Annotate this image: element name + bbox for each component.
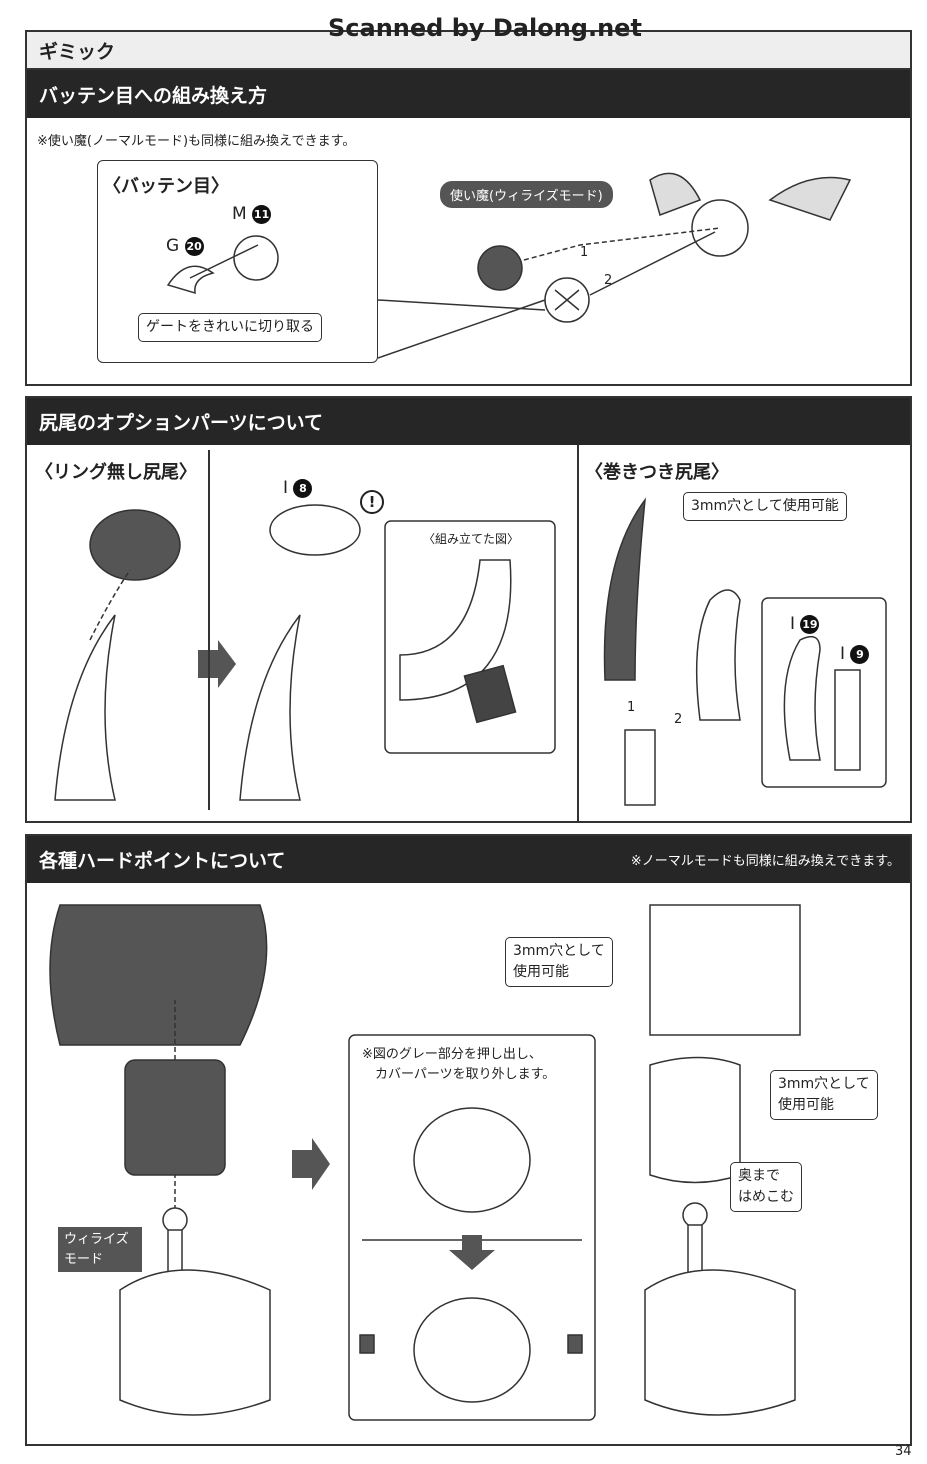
part-number: 19 [800, 614, 820, 634]
hardpoint-title: 各種ハードポイントについて [39, 850, 286, 872]
eye-swap-note: ※使い魔(ノーマルモード)も同様に組み換えできます。 [37, 134, 356, 149]
step-2: 2 [604, 273, 613, 288]
part-number: 8 [293, 478, 313, 498]
inner-note: ※図のグレー部分を押し出し、 カバーパーツを取り外します。 [362, 1047, 556, 1082]
part-letter: I [283, 478, 289, 498]
warning-icon: ! [360, 490, 384, 514]
step-1: 1 [627, 700, 636, 715]
page-number: 34 [895, 1444, 912, 1459]
step-1: 1 [580, 245, 589, 260]
divider [208, 450, 210, 810]
divider [577, 445, 579, 822]
hardpoint-illustration [49, 904, 801, 1421]
eye-parts-illustration [166, 172, 852, 359]
wrap-tail-title: 〈巻きつき尻尾〉 [585, 462, 729, 483]
tail-section [25, 396, 912, 823]
gate-callout: ゲートをきれいに切り取る [138, 313, 322, 342]
part-letter: G [166, 236, 180, 256]
part-letter: M [232, 204, 247, 224]
part-letter: I [790, 614, 796, 634]
part-letter: I [840, 644, 846, 664]
push-in-callout: 奥まで はめこむ [730, 1162, 802, 1212]
familiar-label: 使い魔(ウィライズモード) [440, 181, 613, 208]
part-i8: I 8 [283, 478, 313, 498]
section-title: ギミック [27, 32, 910, 70]
part-number: 9 [850, 644, 870, 664]
tail-options-header: 尻尾のオプションパーツについて [27, 398, 910, 445]
eye-swap-header: バッテン目への組み換え方 [27, 70, 910, 118]
no-ring-tail-title: 〈リング無し尻尾〉 [35, 462, 197, 483]
part-number: 20 [184, 236, 204, 256]
part-i9: I 9 [840, 644, 870, 664]
part-g20: G 20 [166, 236, 204, 256]
hardpoint-section [25, 834, 912, 1446]
batten-eye-title: 〈バッテン目〉 [103, 176, 229, 197]
hole-callout: 3mm穴として使用可能 [683, 492, 847, 521]
hole-callout-2: 3mm穴として 使用可能 [770, 1070, 878, 1120]
step-2: 2 [674, 712, 683, 727]
hardpoint-note: ※ノーマルモードも同様に組み換えできます。 [630, 854, 900, 869]
hardpoint-header: 各種ハードポイントについて ※ノーマルモードも同様に組み換えできます。 [27, 836, 910, 883]
watermark: Scanned by Dalong.net [328, 14, 642, 42]
part-number: 11 [252, 204, 272, 224]
tail-illustration [54, 497, 887, 806]
part-m11: M 11 [232, 204, 272, 224]
part-i19: I 19 [790, 614, 820, 634]
hole-callout-1: 3mm穴として 使用可能 [505, 937, 613, 987]
mode-label: ウィライズ モード [58, 1227, 142, 1272]
assembled-title: 〈組み立てた図〉 [423, 532, 520, 546]
